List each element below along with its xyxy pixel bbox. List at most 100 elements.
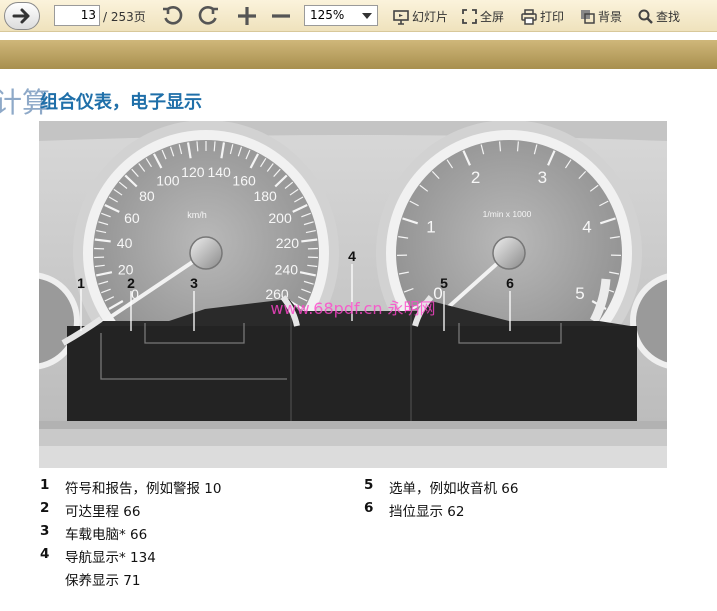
background-label: 背景 [598,10,623,24]
speed-tick [305,230,316,234]
fullscreen-icon [462,9,477,24]
rpm-unit-label: 1/min x 1000 [483,209,532,219]
callout-label: 2 [127,275,135,291]
callout-label: 1 [77,275,85,291]
rpm-tick-label: 5 [575,284,584,303]
speed-tick [274,174,288,188]
speed-tick-label: 60 [124,210,140,226]
rpm-tick [409,200,419,207]
rpm-tick-label: 4 [582,218,591,237]
fullscreen-button[interactable]: 全屏 [462,8,504,25]
speed-tick [245,149,251,160]
rpm-tick [402,217,419,225]
speed-tick [229,144,234,155]
page-number-input[interactable]: 13 [54,5,100,26]
arrow-right-icon [12,8,30,24]
speed-tick [301,238,318,243]
search-button[interactable]: 查找 [638,8,680,25]
speed-tick-label: 240 [275,261,299,277]
speed-tick [152,153,163,169]
background-button[interactable]: 背景 [580,8,622,25]
rpm-tick [547,150,556,166]
rpm-tick [499,141,502,152]
speed-tick [96,230,107,234]
slideshow-label: 幻灯片 [412,10,449,24]
rpm-tick [533,144,538,155]
speed-tick [297,296,308,302]
speed-tick [96,271,113,277]
rpm-tick [403,287,414,293]
zoom-select[interactable]: 125% [304,5,378,26]
speedometer-hub [189,236,223,270]
speed-tick [131,168,139,178]
speed-tick [98,280,109,285]
slideshow-icon [393,9,409,25]
minus-icon [272,14,290,18]
speedometer-ticks [94,141,318,310]
speed-tick [266,163,274,172]
callout-label: 5 [440,275,448,291]
speed-tick [213,141,216,152]
rpm-tick [516,141,519,152]
rpm-tick-label: 1 [426,218,435,237]
speed-tick [113,188,123,196]
speed-tick [101,212,111,218]
speed-tick-label: 220 [276,235,300,251]
speed-tick [94,238,111,243]
speed-tick [294,196,304,203]
rpm-tick [589,184,599,192]
speed-tick [145,158,152,168]
slideshow-button[interactable]: 幻灯片 [393,8,448,25]
speed-tick [301,288,311,294]
legend-text: 保养显示 71 [65,573,141,589]
legend-number: 2 [40,500,50,516]
speed-tick [104,203,120,213]
callout-leader-lines [80,264,562,380]
speed-tick-label: 20 [118,261,134,277]
speed-tick-label: 100 [156,172,180,188]
rotate-cw-icon [198,5,218,25]
side-margin-text: 计算 [0,86,51,119]
tachometer-hub [492,236,526,270]
rpm-tick [446,159,454,169]
speed-tick-label: 180 [253,188,277,204]
rotate-left-button[interactable] [160,3,186,29]
speed-tick [284,181,294,189]
speed-tick [118,181,128,189]
zoom-value: 125% [310,8,345,22]
speed-tick [289,188,299,196]
legend-text: 符号和报告，例如警报 10 [65,481,222,497]
speed-tick-label: 40 [117,235,133,251]
print-button[interactable]: 打印 [521,8,564,25]
speed-tick [260,158,267,168]
rpm-tick [609,236,620,239]
speed-tick [138,163,146,172]
speed-tick [299,271,316,277]
rotate-right-button[interactable] [195,3,221,29]
rpm-tick [564,159,572,169]
zoom-out-button[interactable] [268,3,294,29]
zoom-in-button[interactable] [234,3,260,29]
print-label: 打印 [540,10,565,24]
speed-tick [273,168,281,178]
printer-icon [521,8,537,25]
speed-tick [301,212,311,218]
callout-label: 3 [190,275,198,291]
rpm-tick [431,170,440,180]
back-button[interactable] [4,2,40,30]
callout-label: 6 [506,275,514,291]
rpm-tick-label: 2 [471,168,480,187]
rpm-tick [599,217,616,225]
speed-tick [303,221,314,226]
speed-tick [169,146,175,157]
speed-tick [161,149,167,160]
watermark: www.68pdf.cn 永明网 [270,299,435,318]
plus-icon [238,7,256,25]
legend-text: 可达里程 66 [65,504,141,520]
speed-tick [292,203,308,213]
speed-tick [237,146,243,157]
